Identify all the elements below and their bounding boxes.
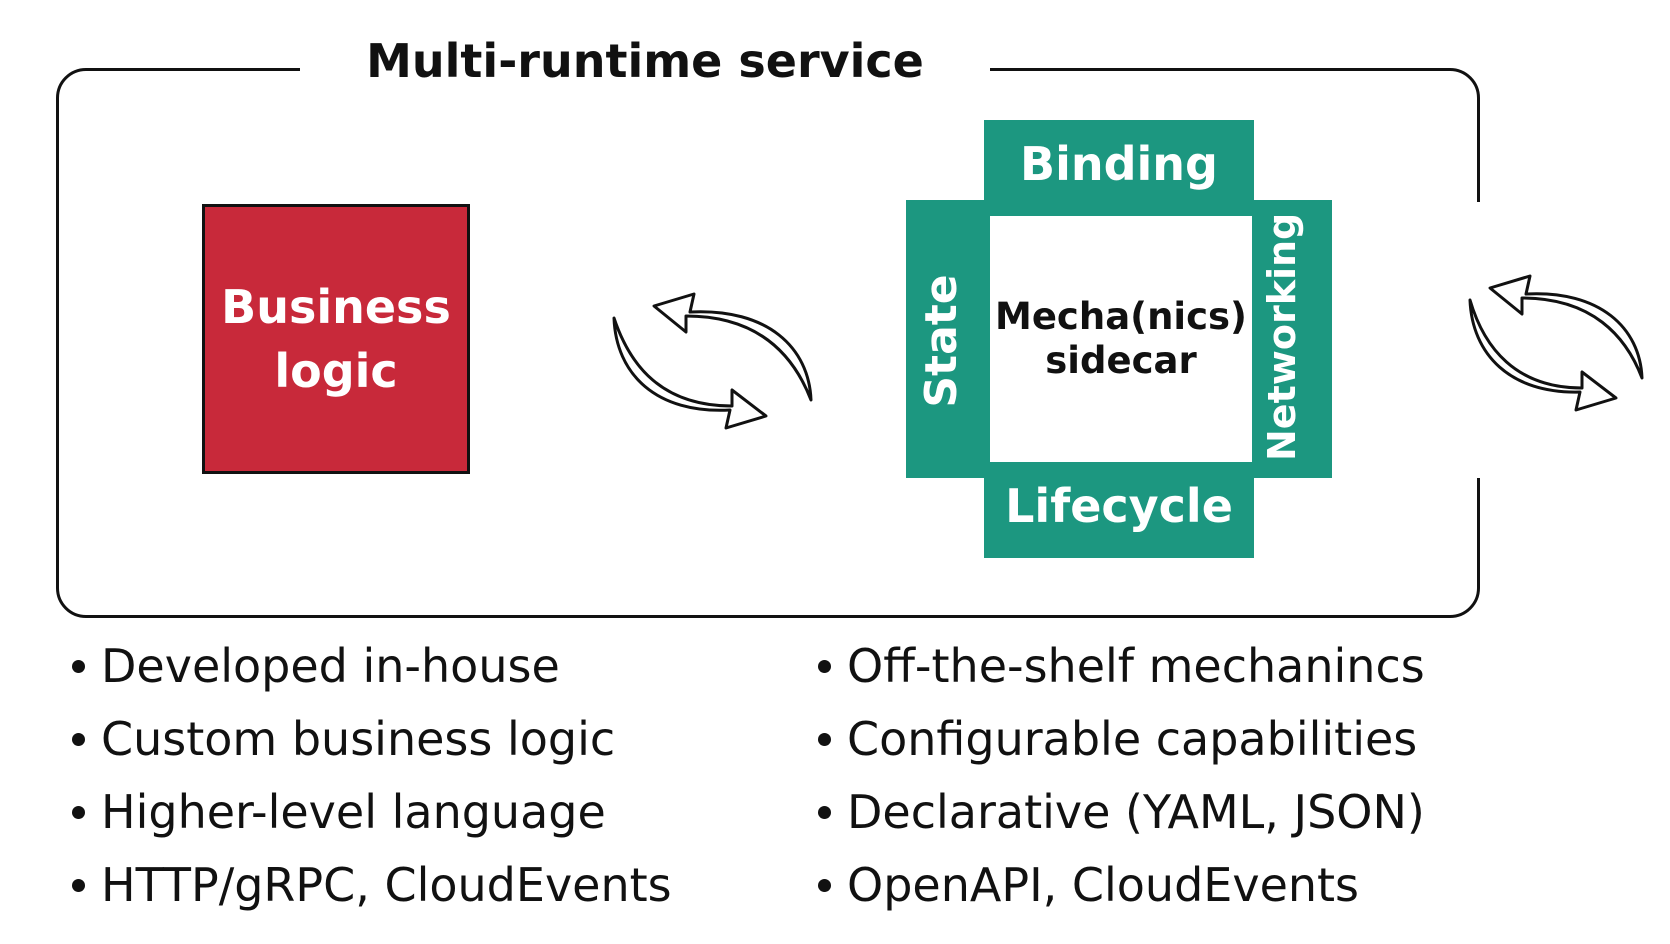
exchange-arrows-outer <box>1468 274 1644 412</box>
list-item: Declarative (YAML, JSON) <box>818 776 1425 849</box>
list-item: Custom business logic <box>72 703 672 776</box>
bullet-icon <box>818 806 831 819</box>
bullet-icon <box>818 660 831 673</box>
bullet-icon <box>818 733 831 746</box>
bullet-icon <box>72 733 85 746</box>
binding-tab <box>984 120 1254 216</box>
business-logic-box: Business logic <box>202 204 470 474</box>
list-item: Off-the-shelf mechanincs <box>818 630 1425 703</box>
arrow-outer-upper-left <box>1488 274 1644 380</box>
exchange-arrows-inner <box>612 292 813 430</box>
sidecar-label-line2: sidecar <box>1045 339 1197 382</box>
networking-label: Networking <box>1260 212 1304 461</box>
bullet-icon <box>72 879 85 892</box>
arrow-lower-right <box>612 316 768 430</box>
list-item: Higher-level language <box>72 776 672 849</box>
sidecar-traits: Off-the-shelf mechanincs Configurable ca… <box>818 630 1425 922</box>
lifecycle-tab <box>984 462 1254 558</box>
sidecar-core: Mecha(nics) sidecar <box>990 216 1252 462</box>
list-item: OpenAPI, CloudEvents <box>818 849 1425 922</box>
business-logic-traits: Developed in-house Custom business logic… <box>72 630 672 922</box>
bullet-icon <box>72 806 85 819</box>
sidecar-label-line1: Mecha(nics) <box>995 295 1247 338</box>
frame-title-gap <box>300 62 990 76</box>
lifecycle-label: Lifecycle <box>1005 479 1233 533</box>
state-label: State <box>916 274 967 408</box>
arrow-upper-left <box>652 292 813 402</box>
bullet-icon <box>818 879 831 892</box>
arrow-outer-lower-right <box>1468 298 1618 412</box>
business-logic-label-line2: logic <box>274 344 398 398</box>
business-logic-label-line1: Business <box>221 280 451 334</box>
binding-label: Binding <box>1020 137 1218 191</box>
diagram-title: Multi-runtime service <box>366 34 924 88</box>
list-item: Configurable capabilities <box>818 703 1425 776</box>
list-item: Developed in-house <box>72 630 672 703</box>
bullet-icon <box>72 660 85 673</box>
list-item: HTTP/gRPC, CloudEvents <box>72 849 672 922</box>
